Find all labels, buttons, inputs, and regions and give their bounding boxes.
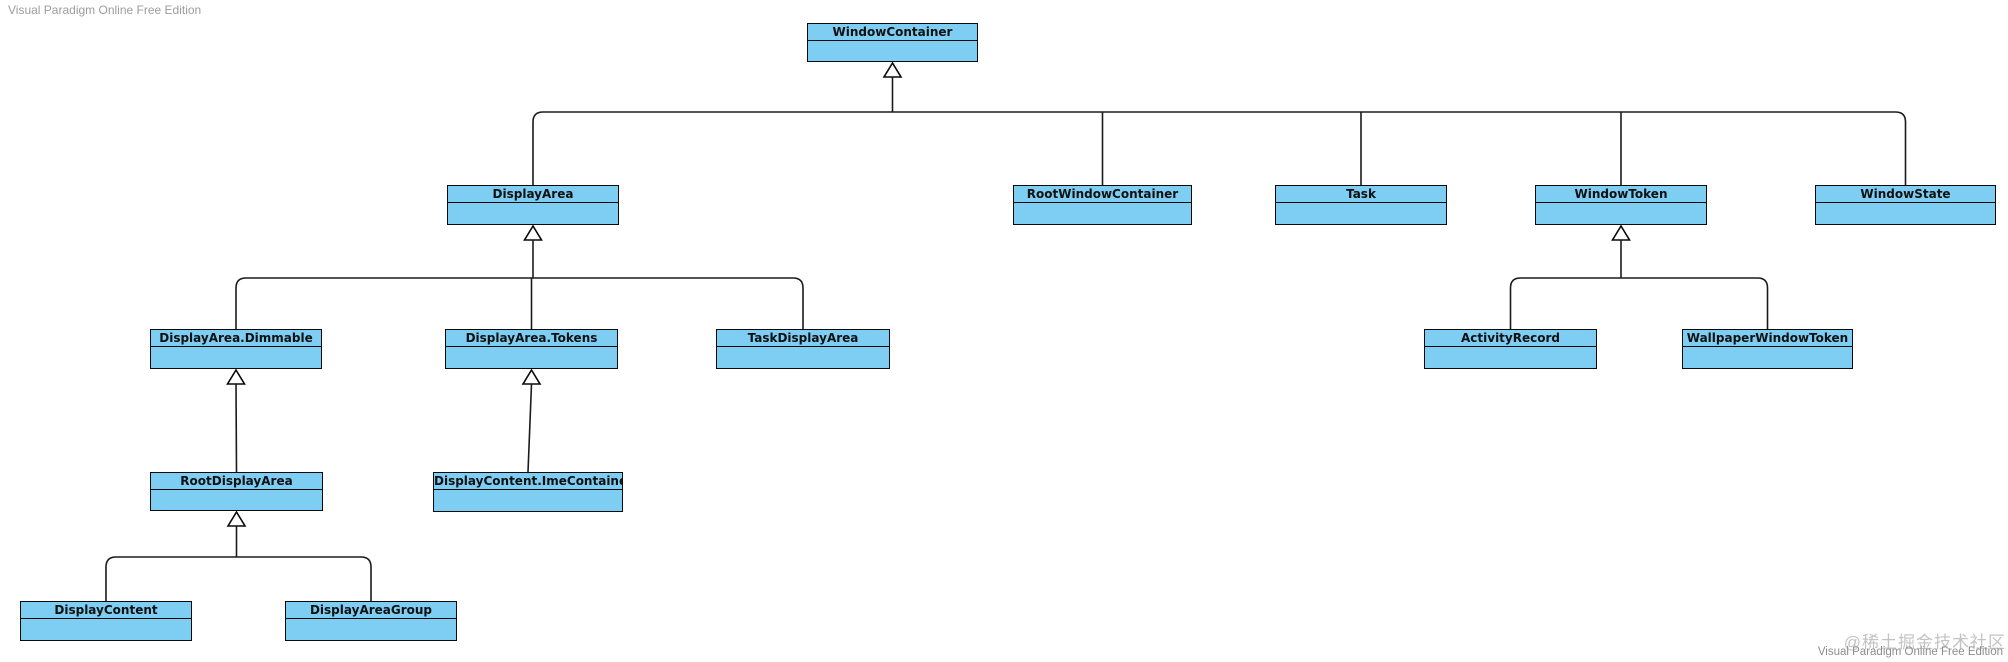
class-attributes-compartment: [1536, 203, 1706, 224]
generalization-edge: [1509, 277, 1769, 329]
class-name-label: Task: [1276, 186, 1446, 203]
class-name-label: WindowState: [1816, 186, 1995, 203]
class-name-label: TaskDisplayArea: [717, 330, 889, 347]
class-node-displayarea-dimmable[interactable]: DisplayArea.Dimmable: [150, 329, 322, 369]
generalization-edge: [532, 111, 1907, 185]
class-attributes-compartment: [1014, 203, 1191, 224]
class-node-task[interactable]: Task: [1275, 185, 1447, 225]
watermark-top-left: Visual Paradigm Online Free Edition: [8, 3, 202, 17]
class-node-rootdisplayarea[interactable]: RootDisplayArea: [150, 472, 323, 511]
class-node-displayareagroup[interactable]: DisplayAreaGroup: [285, 601, 457, 641]
class-node-windowcontainer[interactable]: WindowContainer: [807, 23, 978, 62]
class-attributes-compartment: [1425, 347, 1596, 368]
class-node-windowtoken[interactable]: WindowToken: [1535, 185, 1707, 225]
class-name-label: DisplayAreaGroup: [286, 602, 456, 619]
class-attributes-compartment: [434, 490, 622, 511]
class-node-displayarea[interactable]: DisplayArea: [447, 185, 619, 225]
class-name-label: ActivityRecord: [1425, 330, 1596, 347]
class-attributes-compartment: [151, 347, 321, 368]
class-attributes-compartment: [286, 619, 456, 640]
class-node-wallpaperwindowtoken[interactable]: WallpaperWindowToken: [1682, 329, 1853, 369]
class-attributes-compartment: [1816, 203, 1995, 224]
class-name-label: WindowContainer: [808, 24, 977, 41]
class-node-displayarea-tokens[interactable]: DisplayArea.Tokens: [445, 329, 618, 369]
class-attributes-compartment: [717, 347, 889, 368]
class-name-label: RootWindowContainer: [1014, 186, 1191, 203]
class-attributes-compartment: [448, 203, 618, 224]
class-name-label: RootDisplayArea: [151, 473, 322, 490]
class-attributes-compartment: [446, 347, 617, 368]
class-node-windowstate[interactable]: WindowState: [1815, 185, 1996, 225]
class-name-label: DisplayContent: [21, 602, 191, 619]
class-name-label: DisplayContent.ImeContainer: [434, 474, 622, 490]
class-attributes-compartment: [1683, 347, 1852, 368]
class-node-displaycontent-imecontainer[interactable]: DisplayContent.ImeContainer: [433, 472, 623, 512]
class-name-label: DisplayArea.Dimmable: [151, 330, 321, 347]
class-name-label: DisplayArea.Tokens: [446, 330, 617, 347]
class-node-displaycontent[interactable]: DisplayContent: [20, 601, 192, 641]
class-name-label: DisplayArea: [448, 186, 618, 203]
generalization-edge: [235, 277, 804, 329]
class-attributes-compartment: [808, 41, 977, 61]
class-attributes-compartment: [1276, 203, 1446, 224]
class-node-taskdisplayarea[interactable]: TaskDisplayArea: [716, 329, 890, 369]
generalization-edge: [235, 383, 238, 473]
class-node-rootwindowcontainer[interactable]: RootWindowContainer: [1013, 185, 1192, 225]
watermark-community: @稀土掘金技术社区: [1843, 633, 2006, 652]
class-attributes-compartment: [21, 619, 191, 640]
class-name-label: WindowToken: [1536, 186, 1706, 203]
generalization-edge: [527, 383, 533, 473]
class-name-label: WallpaperWindowToken: [1683, 330, 1852, 347]
class-node-activityrecord[interactable]: ActivityRecord: [1424, 329, 1597, 369]
generalization-edge: [105, 556, 372, 601]
class-attributes-compartment: [151, 490, 322, 510]
watermark-bottom-right: Visual Paradigm Online Free Edition: [1817, 646, 2003, 658]
